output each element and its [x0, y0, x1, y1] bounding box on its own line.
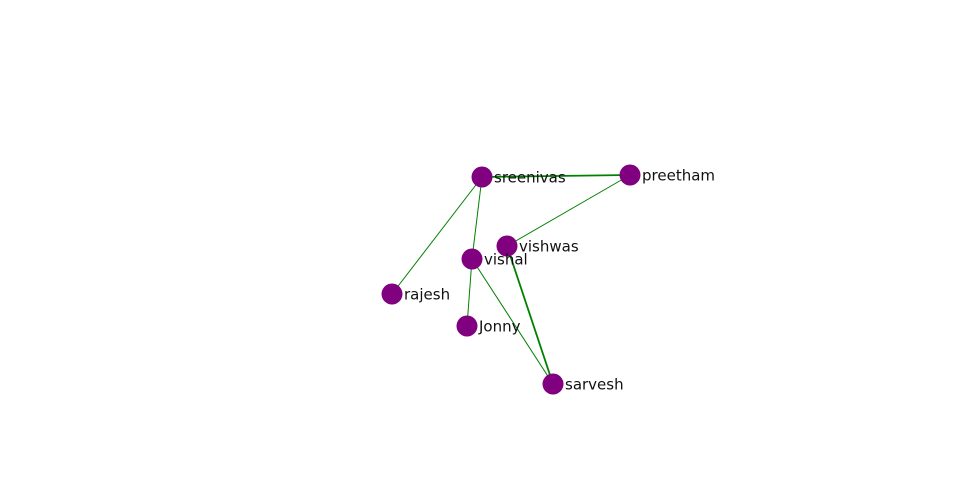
node-circle[interactable] [496, 235, 518, 257]
edge-vishal-Jonny [466, 258, 473, 327]
node-label: vishal [484, 251, 528, 269]
node-label: Jonny [478, 318, 521, 336]
node-Jonny[interactable]: Jonny [456, 315, 521, 337]
node-vishwas[interactable]: vishwas [496, 235, 579, 257]
node-preetham[interactable]: preetham [619, 164, 716, 186]
node-circle[interactable] [619, 164, 641, 186]
node-label: sreenivas [494, 169, 566, 187]
edge-sreenivas-rajesh [391, 176, 483, 295]
node-label: vishwas [519, 238, 579, 256]
node-circle[interactable] [456, 315, 478, 337]
node-rajesh[interactable]: rajesh [381, 283, 451, 305]
node-vishal[interactable]: vishal [461, 248, 528, 270]
edge-preetham-vishwas [506, 174, 631, 247]
node-circle[interactable] [542, 373, 564, 395]
node-label: sarvesh [565, 376, 624, 394]
node-label: rajesh [404, 286, 450, 304]
node-label: preetham [642, 167, 715, 185]
node-circle[interactable] [381, 283, 403, 305]
edges-layer [391, 174, 631, 385]
edge-vishwas-sarvesh [506, 245, 554, 385]
node-sreenivas[interactable]: sreenivas [471, 166, 566, 188]
node-circle[interactable] [471, 166, 493, 188]
edge-sreenivas-vishal [471, 176, 483, 260]
node-sarvesh[interactable]: sarvesh [542, 373, 624, 395]
edge-sreenivas-preetham [481, 174, 631, 178]
node-circle[interactable] [461, 248, 483, 270]
edge-vishal-sarvesh [471, 258, 554, 385]
